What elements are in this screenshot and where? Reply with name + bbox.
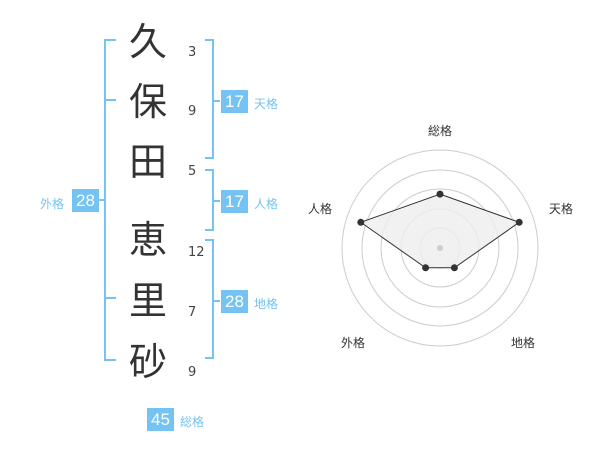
radar-point-2	[515, 218, 523, 226]
jinkaku-label: 人格	[254, 197, 279, 211]
chikaku-label: 地格	[254, 297, 279, 311]
chikaku-value: 28	[221, 290, 248, 313]
radar-polygon	[359, 193, 521, 269]
tenkaku-value: 17	[221, 90, 248, 113]
stroke-count-4: 12	[188, 245, 205, 260]
radar-ring-4	[361, 169, 519, 327]
radar-point-1	[436, 190, 444, 198]
radar-label-jinkaku: 人格	[308, 202, 333, 216]
radar-label-chikaku: 地格	[511, 336, 536, 350]
gaikaku-bracket	[104, 39, 116, 361]
radar-label-soukaku: 総格	[428, 124, 453, 138]
stroke-count-1: 3	[188, 45, 197, 60]
stroke-count-5: 7	[188, 305, 197, 320]
radar-point-3	[450, 264, 458, 272]
stroke-count-6: 9	[188, 365, 197, 380]
stroke-count-2: 9	[188, 104, 197, 119]
jinkaku-value: 17	[221, 190, 248, 213]
radar-point-5	[357, 218, 365, 226]
radar-point-4	[422, 264, 430, 272]
name-char-5: 里	[128, 279, 167, 323]
radar-ring-5	[341, 149, 539, 347]
gaikaku-label: 外格	[40, 197, 65, 211]
name-char-1: 久	[128, 20, 167, 64]
stroke-count-3: 5	[188, 164, 197, 179]
name-char-2: 保	[128, 80, 167, 124]
name-char-6: 砂	[128, 340, 167, 384]
tenkaku-label: 天格	[254, 97, 279, 111]
chikaku-bracket	[205, 239, 214, 359]
radar-ring-3	[380, 188, 500, 308]
soukaku-value: 45	[147, 408, 174, 431]
soukaku-label: 総格	[180, 415, 205, 429]
radar-center-dot	[437, 245, 443, 251]
radar-label-gaikaku: 外格	[341, 336, 366, 350]
gaikaku-value: 28	[72, 189, 99, 212]
tenkaku-bracket	[205, 39, 214, 159]
radar-chart	[341, 149, 539, 347]
name-char-4: 恵	[128, 218, 167, 262]
name-char-3: 田	[128, 140, 167, 184]
radar-label-tenkaku: 天格	[549, 202, 574, 216]
